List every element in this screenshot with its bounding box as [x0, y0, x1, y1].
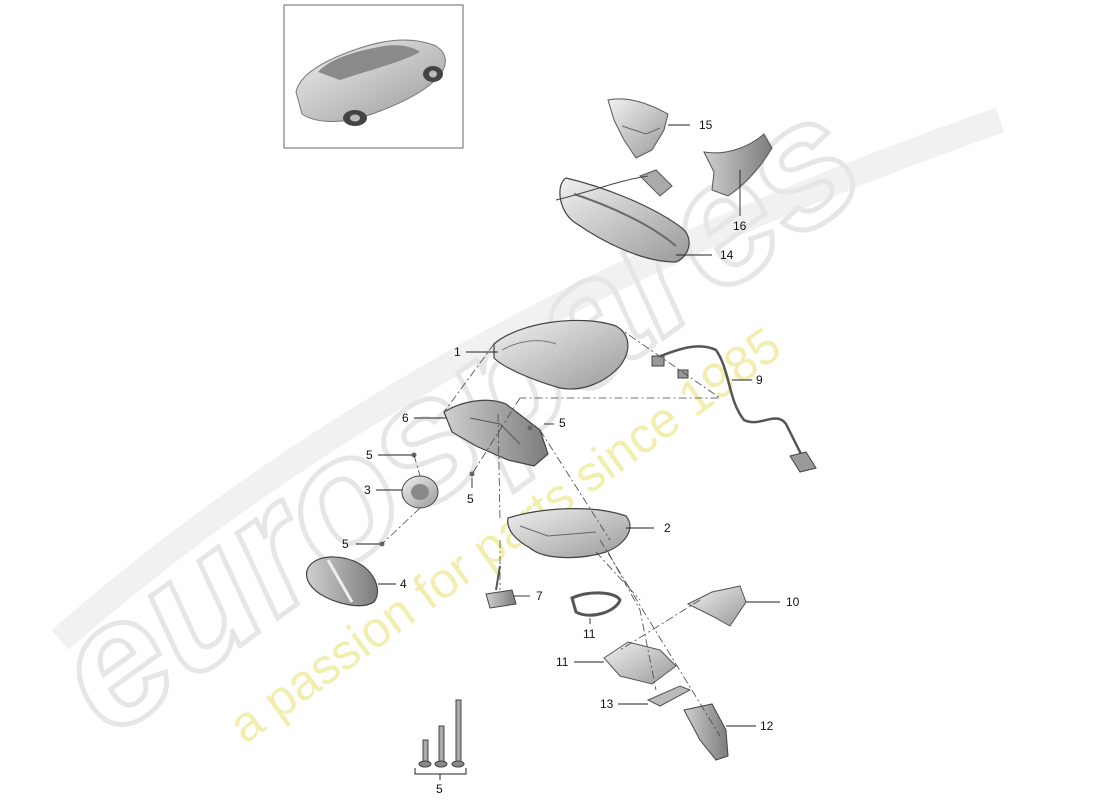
callout-5-middle: 5	[467, 492, 474, 506]
callout-12: 12	[760, 719, 774, 733]
part-4-mirror-glass	[305, 556, 379, 607]
callout-3: 3	[364, 483, 371, 497]
vehicle-thumbnail	[283, 4, 464, 149]
callout-5-lower: 5	[342, 537, 349, 551]
part-7-puddle-light	[485, 565, 517, 609]
part-12-bracket	[683, 703, 729, 761]
callout-2: 2	[664, 521, 671, 535]
assembly-lines	[381, 325, 722, 737]
part-6-mirror-motor	[443, 399, 549, 467]
part-2-mirror-housing	[507, 508, 631, 559]
car-icon	[295, 39, 446, 126]
part-11-base	[603, 641, 677, 685]
callout-9: 11	[583, 627, 596, 641]
callout-5-left: 5	[366, 448, 373, 462]
part-10-trim	[686, 585, 747, 627]
part-14-rearview-mirror	[555, 169, 690, 263]
callout-15: 15	[699, 118, 713, 132]
callout-11: 11	[556, 655, 569, 669]
callout-5-right: 5	[559, 416, 566, 430]
callout-10: 10	[786, 595, 800, 609]
part-15-bracket	[607, 98, 669, 159]
part-1-mirror-cap	[493, 319, 629, 390]
leader-lines	[356, 124, 780, 727]
screw-icon	[527, 425, 533, 431]
callout-6: 6	[402, 411, 409, 425]
part-16-cover	[703, 133, 773, 197]
callout-4: 4	[400, 577, 407, 591]
part-3-actuator	[401, 475, 439, 509]
callout-16: 16	[733, 219, 747, 233]
callout-7: 7	[536, 589, 543, 603]
part-8-wiring-harness	[651, 345, 817, 473]
screw-icon	[469, 471, 475, 477]
part-13-seal	[646, 685, 692, 707]
callout-14: 14	[720, 248, 734, 262]
callout-1: 1	[454, 345, 461, 359]
part-5-screw-set	[414, 699, 467, 780]
callout-5-bottom: 5	[436, 782, 443, 796]
part-9-gasket	[570, 591, 622, 617]
callout-8: 9	[756, 373, 763, 387]
callout-13: 13	[600, 697, 614, 711]
